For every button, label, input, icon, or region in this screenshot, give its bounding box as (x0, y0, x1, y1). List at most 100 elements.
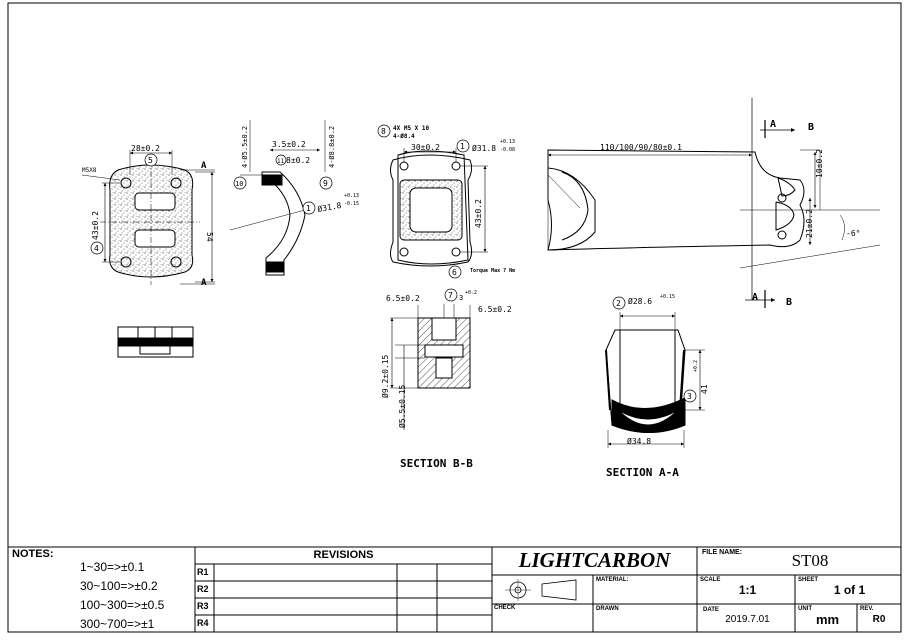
note-plate-thread: 4X M5 X 10 (393, 125, 430, 132)
section-marker-b-stem-top: B (808, 122, 814, 133)
rev-label: REV. (860, 606, 874, 612)
dim-secb-vert-2: Ø5.5±0.15 (397, 384, 407, 428)
revisions-title: REVISIONS (313, 549, 374, 561)
balloon-10: 10 (233, 176, 247, 190)
unit-label: UNIT (798, 606, 812, 612)
section-marker-b-stem-bottom: B (786, 297, 792, 308)
unit-value: mm (815, 612, 840, 627)
clamp-side-view (229, 120, 326, 276)
balloon-9: 9 (319, 176, 333, 190)
date-value: 2019.7.01 (725, 614, 770, 625)
dim-seca-bottom: Ø34.8 (627, 436, 651, 446)
section-b-b-title: SECTION B-B (400, 457, 473, 470)
balloon-11: 11 (275, 154, 287, 166)
material-label: MATERIAL: (596, 577, 629, 583)
dim-front-side: 43±0.2 (91, 211, 100, 240)
balloon-1-side: 1 (302, 201, 316, 215)
file-name-label: FILE NAME: (702, 549, 743, 556)
dim-side-radius: Ø31.8 (317, 200, 343, 214)
note-plate-dia: 4-Ø8.4 (393, 133, 415, 140)
balloon-7: 7 (444, 288, 458, 302)
stem-body-view (547, 98, 881, 308)
svg-text:3: 3 (687, 392, 692, 401)
dim-side-radius-tol-dn: -0.15 (344, 201, 359, 207)
svg-text:1: 1 (460, 142, 465, 151)
note-line: 1~30=>±0.1 (80, 560, 145, 574)
drawn-label: DRAWN (596, 606, 619, 612)
projection-symbol-icon (505, 579, 577, 601)
section-marker-a-stem-top: A (770, 119, 776, 130)
balloon-5: 5 (144, 153, 158, 167)
svg-text:2: 2 (616, 299, 621, 308)
note-line: 30~100=>±0.2 (80, 579, 158, 593)
sheet-label: SHEET (798, 577, 819, 583)
balloon-2: 2 (612, 296, 626, 310)
clamp-top-view (117, 326, 194, 358)
dim-seca-side: 41 (700, 384, 709, 394)
svg-text:5: 5 (148, 156, 153, 165)
section-marker-a-top: A (201, 161, 207, 171)
balloon-4: 4 (90, 241, 104, 255)
svg-text:7: 7 (448, 291, 453, 300)
section-a-a-view (605, 312, 705, 448)
notes-title: NOTES: (12, 548, 54, 560)
dim-plate-dia-tol-up: +0.13 (500, 139, 515, 145)
sheet-value: 1 of 1 (833, 583, 866, 597)
balloon-3: 3 (683, 389, 697, 403)
dim-side-2: 8±0.2 (286, 156, 310, 165)
revision-row-label: R2 (197, 584, 209, 594)
stem-face-view (390, 148, 488, 267)
dim-secb-left: 6.5±0.2 (386, 294, 420, 303)
dim-plate-side: 43±0.2 (474, 199, 483, 228)
company-logo: LIGHTCARBON (518, 548, 671, 572)
dim-plate-dia-tol-dn: -0.08 (500, 147, 515, 153)
dim-plate-dia: Ø31.8 (472, 143, 496, 153)
dim-secb-vert-1: Ø9.2±0.15 (380, 354, 390, 398)
dim-stem-angle: -6° (846, 229, 860, 238)
dim-stem-length: 110/100/90/80±0.1 (600, 143, 682, 152)
note-torque: Torque Max 7 Nm (470, 268, 515, 274)
svg-text:8: 8 (381, 127, 386, 136)
section-b-b-view (390, 304, 471, 430)
dim-secb-mid: 3 (459, 294, 463, 302)
scale-label: SCALE (700, 577, 721, 583)
dim-seca-top: Ø28.6 (628, 296, 652, 306)
note-line: 100~300=>±0.5 (80, 598, 165, 612)
balloon-1-plate: 1 (456, 139, 470, 153)
dim-thread: M5X8 (82, 167, 97, 174)
dim-side-vert-1: 4-Ø5.5±0.2 (241, 126, 249, 168)
dim-secb-right: 6.5±0.2 (478, 305, 512, 314)
dim-front-height: 54 (205, 232, 214, 242)
dim-front-top: 28±0.2 (131, 144, 160, 153)
revision-row-label: R1 (197, 567, 209, 577)
dim-seca-side-tol: +0.2 (693, 360, 699, 372)
dim-plate-top: 30±0.2 (411, 143, 440, 152)
revision-row-label: R3 (197, 601, 209, 611)
balloon-6: 6 (448, 265, 462, 279)
svg-text:6: 6 (452, 268, 457, 277)
svg-text:4: 4 (94, 244, 99, 253)
svg-text:10: 10 (235, 180, 243, 188)
section-marker-a-bottom: A (201, 278, 207, 288)
rev-value: R0 (872, 614, 886, 625)
dim-stem-vert-2: 21±0.2 (805, 209, 814, 238)
dim-side-1: 3.5±0.2 (272, 140, 306, 149)
date-label: DATE (703, 607, 719, 613)
balloon-8: 8 (377, 124, 391, 138)
title-block-grid (8, 546, 901, 632)
dim-side-vert-2: 4-Ø8.8±0.2 (328, 126, 336, 168)
section-a-a-title: SECTION A-A (606, 466, 679, 479)
revision-row-label: R4 (197, 618, 209, 628)
svg-text:1: 1 (306, 204, 311, 213)
sheet-border (7, 2, 902, 633)
scale-value: 1:1 (738, 583, 757, 597)
dim-secb-mid-tol: +0.2 (465, 290, 477, 296)
dim-side-radius-tol-up: +0.13 (344, 193, 359, 199)
file-name-value: ST08 (791, 551, 829, 570)
section-marker-a-stem-bottom: A (752, 292, 758, 303)
svg-text:11: 11 (277, 158, 285, 165)
svg-text:9: 9 (323, 179, 328, 188)
dim-stem-vert-1: 10±0.2 (815, 149, 824, 178)
